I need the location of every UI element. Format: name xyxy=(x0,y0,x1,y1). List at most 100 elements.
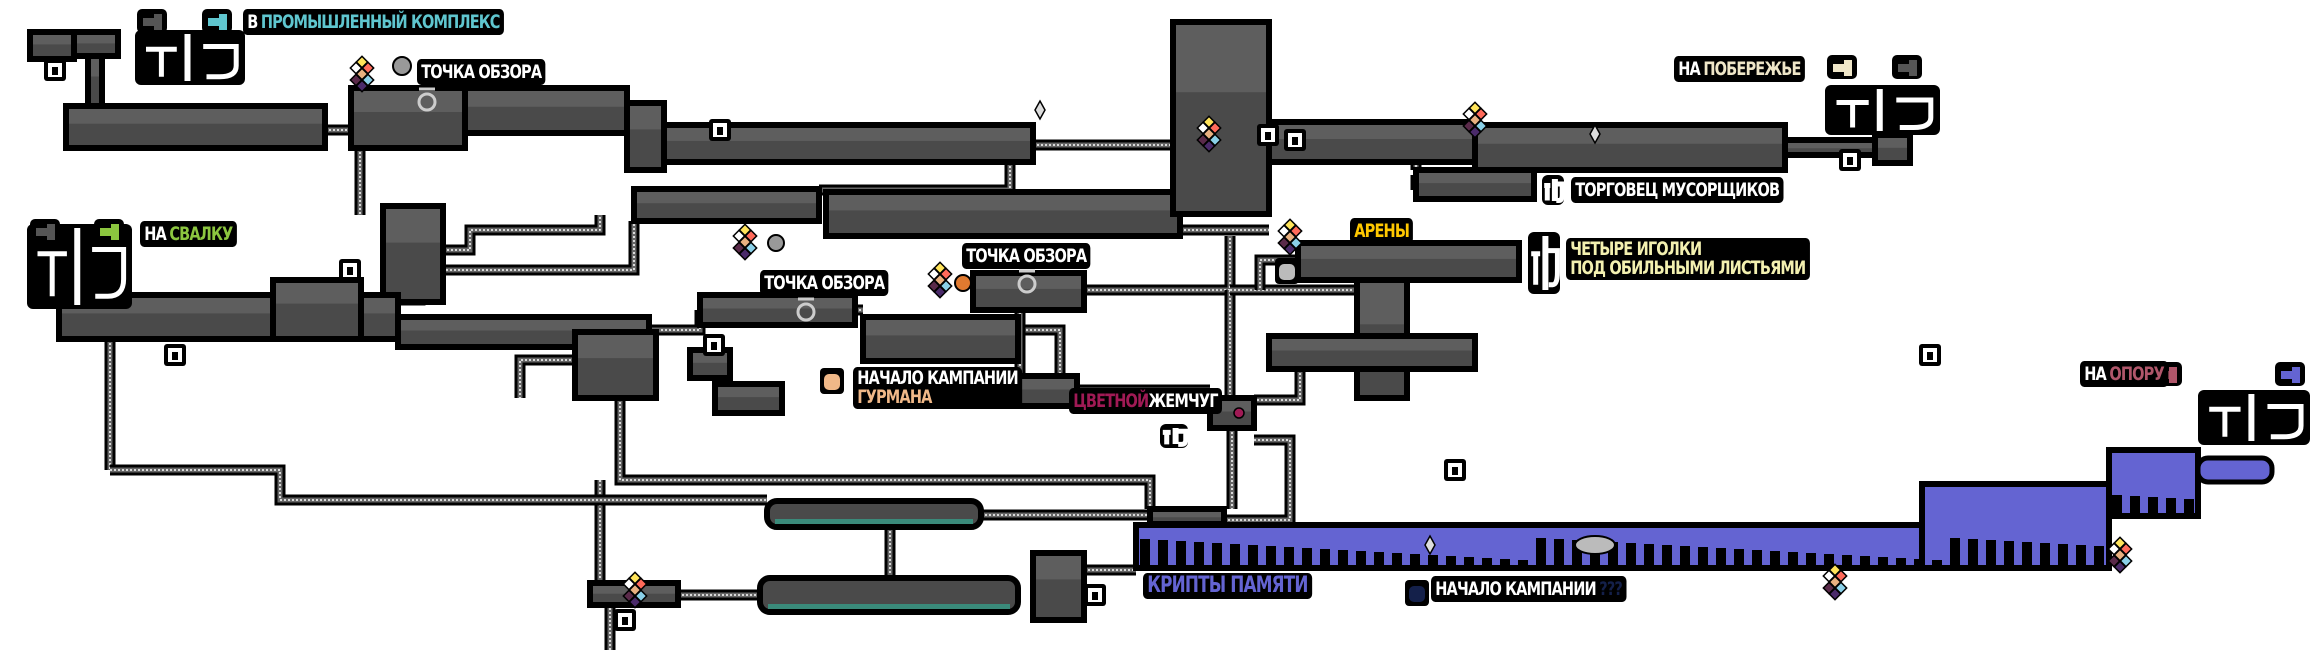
save-point-core xyxy=(347,267,353,275)
glyph-bar xyxy=(1172,428,1179,444)
crystal-icon xyxy=(1034,99,1046,121)
map-room-highlight xyxy=(1153,512,1221,518)
crypts-silhouette xyxy=(1554,539,1564,568)
crypts-silhouette xyxy=(1158,540,1168,568)
pipe-dots xyxy=(1018,329,1061,376)
save-point-core xyxy=(1847,157,1853,165)
glyph-bar xyxy=(1876,89,1883,131)
map-room-highlight xyxy=(718,387,779,398)
arrow-icon xyxy=(202,9,232,33)
spider-icon xyxy=(767,234,785,252)
viewpoint-ring xyxy=(417,92,437,112)
map-room-highlight xyxy=(976,276,1081,289)
glyph-bar xyxy=(184,34,191,81)
label-text: НАЧАЛО КАМПАНИИ xyxy=(1435,578,1596,600)
viewpoint-icon xyxy=(417,87,437,112)
label-line: НАЧАЛО КАМПАНИИ xyxy=(857,367,1018,389)
pipe xyxy=(514,354,575,398)
crypts-silhouette xyxy=(2058,544,2068,568)
viewpoint-icon xyxy=(1017,269,1037,294)
crypts-silhouette xyxy=(1230,544,1240,568)
save-point-core xyxy=(1092,592,1098,600)
glyphs-layer xyxy=(27,9,2310,609)
pipe xyxy=(614,398,1156,509)
memory-crypts-label: КРИПТЫ ПАМЯТИ xyxy=(1143,573,1312,599)
save-point-icon xyxy=(703,334,725,356)
pipe xyxy=(649,310,706,336)
save-points-layer xyxy=(44,59,1941,631)
map-room-highlight xyxy=(667,128,1030,141)
gem xyxy=(355,79,369,93)
crystal-icon xyxy=(1589,123,1601,145)
gem-cluster-icon xyxy=(1822,563,1848,601)
map-cave xyxy=(757,575,1021,615)
crypts-silhouette xyxy=(1212,543,1222,568)
crypts-silhouette xyxy=(1698,547,1708,568)
gem xyxy=(738,247,752,261)
memory-crypts-area xyxy=(1133,447,2275,571)
crypts-silhouette xyxy=(1842,555,1852,568)
colored-pearl-label: ЦВЕТНОЙЖЕМЧУГ xyxy=(1069,388,1222,414)
crypts-silhouette xyxy=(1464,557,1474,568)
map-room-highlight xyxy=(630,106,661,130)
map-room-highlight xyxy=(1478,128,1782,144)
viewpoint-ring xyxy=(1017,274,1037,294)
exit-prefix: НА xyxy=(1678,58,1701,80)
save-point-core xyxy=(711,342,717,350)
save-point-icon xyxy=(164,344,186,366)
crypts-silhouette xyxy=(2022,542,2032,568)
crypts-silhouette xyxy=(2166,498,2176,516)
unknown-campaign-label: НАЧАЛО КАМПАНИИ??? xyxy=(1431,576,1627,602)
save-point-icon xyxy=(1444,459,1466,481)
arrow-shaft xyxy=(1833,64,1847,72)
crypts-silhouette xyxy=(1932,560,1942,568)
arrow-head xyxy=(154,14,162,30)
glyph-bar xyxy=(1542,236,1549,290)
save-point-core xyxy=(172,352,178,360)
crypts-silhouette xyxy=(1500,559,1510,568)
badge-face xyxy=(824,374,840,390)
pipe xyxy=(1084,236,1236,296)
exit-name: ПОБЕРЕЖЬЕ xyxy=(1703,58,1801,80)
arrow-icon xyxy=(1892,55,1922,79)
crypts-silhouette xyxy=(2094,546,2104,568)
exit-prefix: НА xyxy=(2084,363,2107,385)
gem xyxy=(628,595,642,609)
map-room-highlight xyxy=(1301,246,1516,259)
crypts-silhouette xyxy=(1176,541,1186,568)
map-room-highlight xyxy=(1176,25,1266,93)
pipe-dots xyxy=(110,469,767,501)
region-glyph-icon xyxy=(2198,390,2310,445)
map-room-highlight xyxy=(1272,125,1472,139)
pipe-inner xyxy=(617,398,1153,509)
gem-cluster-icon xyxy=(1196,115,1222,153)
save-point-core xyxy=(717,127,723,135)
glyph-stroke xyxy=(146,44,239,80)
crypts-silhouette xyxy=(2004,541,2014,568)
crypts-silhouette xyxy=(1950,538,1960,568)
arrow-icon xyxy=(94,219,124,243)
arrow-icon xyxy=(1827,55,1857,79)
map-room-highlight xyxy=(1878,138,1907,148)
map-room-highlight xyxy=(468,91,624,107)
map-room-highlight xyxy=(1360,283,1404,325)
gem-cluster-icon xyxy=(927,261,953,299)
map-room-highlight xyxy=(1021,379,1074,390)
save-point-icon xyxy=(614,609,636,631)
viewpoint-label: ТОЧКА ОБЗОРА xyxy=(417,59,546,85)
crypts-silhouette xyxy=(1770,551,1780,568)
crypts-silhouette xyxy=(1896,558,1906,568)
crypts-silhouette xyxy=(1410,554,1420,568)
map-room-highlight xyxy=(77,35,115,44)
crypts-silhouette xyxy=(1860,556,1870,568)
region-glyph-icon xyxy=(27,224,132,309)
crypts-silhouette xyxy=(1284,547,1294,568)
map-room-highlight xyxy=(866,320,1015,336)
crypts-silhouette xyxy=(1266,546,1276,568)
crypts-silhouette xyxy=(2148,497,2158,516)
